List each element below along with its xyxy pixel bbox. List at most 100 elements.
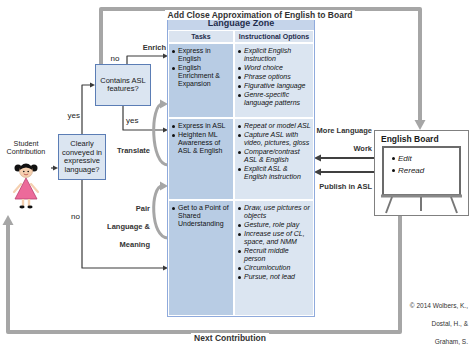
- edge-label-holder: no: [106, 47, 124, 65]
- bullet-dot: [238, 276, 241, 279]
- list-item: Capture ASL with video, pictures, gloss: [237, 131, 311, 147]
- bullet-dot: [172, 67, 175, 70]
- bullet-dot: [172, 207, 175, 210]
- list-item: Repeat or model ASL: [237, 122, 311, 130]
- bullet-dot: [238, 168, 241, 171]
- item-text: Heighten ML Awareness of ASL & English: [178, 131, 223, 154]
- bullet-dot: [392, 169, 395, 172]
- edge-label: no: [71, 212, 80, 221]
- list-item: Word choice: [237, 64, 311, 72]
- bullet-dot: [238, 76, 241, 79]
- girl-eye: [23, 171, 25, 173]
- connector: [51, 166, 58, 171]
- item-text: Increase use of CL, space, and NMM: [244, 230, 305, 245]
- edge-label-holder: no: [64, 205, 80, 223]
- edge-label-holder: yes: [62, 104, 80, 122]
- list-item: Increase use of CL, space, and NMM: [237, 230, 311, 246]
- bullet-dot: [238, 224, 241, 227]
- list-item: Get to a Point of Shared Understanding: [171, 204, 231, 228]
- list-item: Heighten ML Awareness of ASL & English: [171, 131, 231, 155]
- bullet-dot: [172, 134, 175, 137]
- list-item: Reread: [391, 165, 424, 176]
- bullet-dot: [172, 125, 175, 128]
- list-item: Explicit English instruction: [237, 47, 311, 63]
- column-header: Tasks: [168, 30, 234, 43]
- list-item: Figurative language: [237, 82, 311, 90]
- girl-mouth: [24, 174, 28, 176]
- connector-line: [319, 171, 374, 173]
- bullet-dot: [392, 157, 395, 160]
- bullet-dot: [238, 151, 241, 154]
- node-text: Tasks: [169, 31, 233, 42]
- whiteboard-leg: [420, 197, 422, 211]
- bullet-dot: [238, 250, 241, 253]
- connector-line: [82, 85, 92, 134]
- connector: [314, 169, 374, 176]
- connector-line: [127, 56, 165, 64]
- edge-label-holder: Pair Language & Meaning: [106, 197, 150, 251]
- bullet-dot: [238, 85, 241, 88]
- item-text: Pursue, not lead: [244, 273, 295, 280]
- list-item: Explicit ASL & English instruction: [237, 165, 311, 181]
- arrowhead: [314, 155, 321, 162]
- copyright-note: © 2014 Wolbers, K., Dostal, H., & Graham…: [410, 302, 468, 345]
- list-item: Recruit middle person: [237, 247, 311, 263]
- decision-box: Contains ASL features?: [95, 64, 151, 106]
- edge-label: no: [111, 54, 120, 63]
- english-board: English BoardEditReread: [374, 130, 469, 216]
- girl-dress: [15, 178, 37, 199]
- list-item: Pursue, not lead: [237, 273, 311, 281]
- language-zone-table: Language ZoneTasksInstructional OptionsE…: [168, 16, 314, 316]
- connector-line: [154, 186, 168, 238]
- list-item: Compare/contrast ASL & English: [237, 148, 311, 164]
- whiteboard-leg: [451, 197, 457, 213]
- item-text: Compare/contrast ASL & English: [244, 148, 300, 163]
- bullet-dot: [238, 267, 241, 270]
- edge-label: Next Contribution: [191, 333, 269, 343]
- edge-label: yes: [126, 116, 138, 125]
- item-text: Get to a Point of Shared Understanding: [178, 204, 229, 227]
- item-text: Express in ASL: [178, 122, 225, 129]
- list-item: Phrase options: [237, 73, 311, 81]
- connector-line: [82, 180, 165, 268]
- list-item: Express in English: [171, 47, 231, 63]
- item-text: Explicit ASL & English instruction: [244, 165, 301, 180]
- list-item: English Enrichment & Expansion: [171, 64, 231, 88]
- edge-label-holder: Add Close Approximation of English to Bo…: [110, 4, 410, 22]
- option-cell: Explicit English instructionWord choiceP…: [234, 43, 314, 118]
- girl-head: [20, 165, 33, 178]
- girl-shoe: [19, 206, 24, 209]
- connector-line: [154, 104, 168, 165]
- item-text: Draw, use pictures or objects: [244, 204, 310, 219]
- girl-leg: [28, 199, 30, 206]
- board-title: English Board: [375, 131, 468, 144]
- connector-line: [319, 157, 374, 159]
- edge-label-holder: Translate: [110, 139, 150, 157]
- arrowhead: [160, 100, 168, 109]
- whiteboard-leg: [386, 197, 392, 213]
- connector: [154, 182, 168, 239]
- edge-label-holder: Next Contribution: [150, 327, 310, 345]
- arrowhead: [314, 169, 321, 176]
- item-text: Capture ASL with video, pictures, gloss: [244, 131, 309, 146]
- list-item: Edit: [391, 153, 424, 164]
- list-item: Circumlocution: [237, 264, 311, 272]
- list-item: Express in ASL: [171, 122, 231, 130]
- item-text: Circumlocution: [244, 264, 290, 271]
- connector: [314, 155, 374, 162]
- flow-label-holder: Enrich: [132, 36, 166, 54]
- list-item: Draw, use pictures or objects: [237, 204, 311, 220]
- edge-label: More Language Work: [317, 126, 372, 153]
- item-text: Reread: [398, 166, 424, 175]
- node-text: Student Contribution: [1, 140, 51, 156]
- item-text: Phrase options: [244, 73, 291, 80]
- item-text: Figurative language: [244, 82, 306, 89]
- item-text: Edit: [398, 154, 412, 163]
- girl-hair: [20, 164, 33, 171]
- arrowhead: [160, 182, 168, 191]
- edge-label: yes: [68, 111, 80, 120]
- item-text: Genre-specific language patterns: [244, 91, 300, 106]
- edge-label-holder: More Language Work: [316, 119, 372, 155]
- copyright-note-holder: © 2014 Wolbers, K., Dostal, H., & Graham…: [408, 294, 468, 345]
- item-text: English Enrichment & Expansion: [178, 64, 220, 87]
